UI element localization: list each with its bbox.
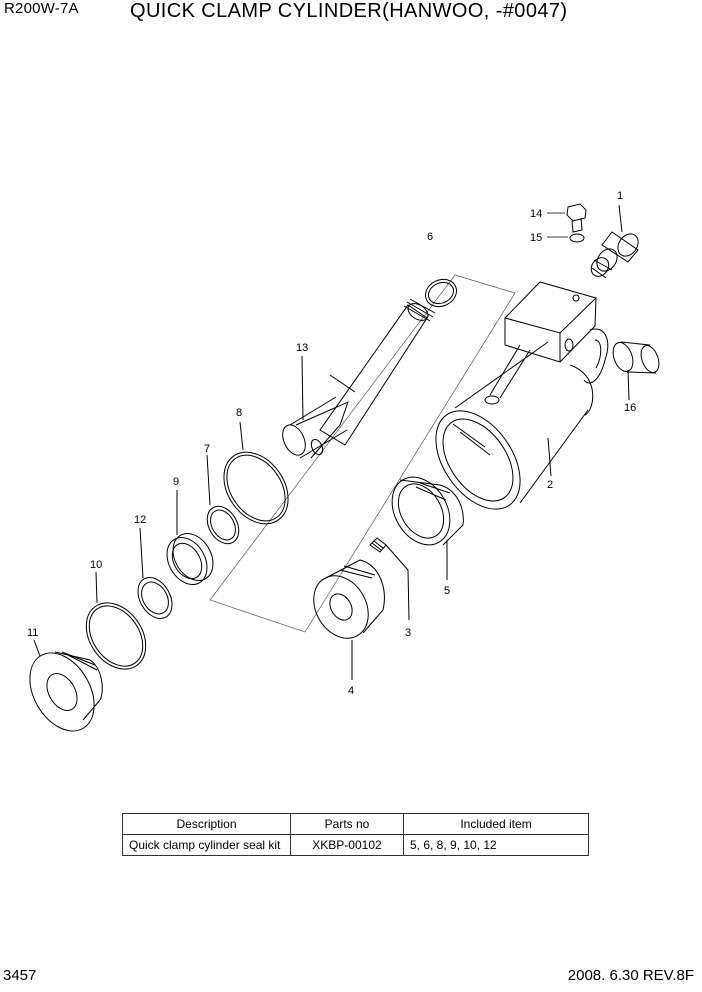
assembly-outline bbox=[209, 274, 516, 633]
piston-part-5 bbox=[391, 476, 464, 580]
callout-6: 6 bbox=[427, 231, 433, 243]
col-parts-no: Parts no bbox=[290, 813, 404, 835]
callout-1: 1 bbox=[617, 190, 623, 202]
seal-kit-table: Description Parts no Included item Quick… bbox=[122, 813, 589, 856]
callout-14: 14 bbox=[530, 208, 542, 220]
o-ring-part-6 bbox=[424, 278, 458, 308]
set-screw-part-3 bbox=[369, 537, 410, 621]
piston-rod-part-13 bbox=[282, 298, 436, 459]
backup-ring-part-7 bbox=[206, 454, 240, 545]
page-title: QUICK CLAMP CYLINDER(HANWOO, -#0047) bbox=[130, 0, 568, 22]
callout-2: 2 bbox=[547, 479, 553, 491]
col-included-item: Included item bbox=[403, 813, 589, 835]
bolt-part-14 bbox=[566, 203, 587, 233]
callout-7: 7 bbox=[204, 443, 210, 455]
cell-included-item: 5, 6, 8, 9, 10, 12 bbox=[403, 834, 589, 856]
o-ring-part-8 bbox=[223, 421, 289, 525]
fitting-part-1 bbox=[590, 204, 639, 279]
bushing-part-16 bbox=[612, 341, 660, 401]
seal-part-9 bbox=[166, 490, 214, 585]
piston-nut-part-4 bbox=[313, 559, 385, 680]
revision-date: 2008. 6.30 REV.8F bbox=[567, 967, 694, 984]
washer-part-15 bbox=[569, 233, 585, 243]
col-description: Description bbox=[122, 813, 291, 835]
table-header-row: Description Parts no Included item bbox=[122, 813, 589, 835]
callout-9: 9 bbox=[173, 476, 179, 488]
callout-11: 11 bbox=[27, 627, 38, 639]
callout-15: 15 bbox=[530, 232, 542, 244]
gland-part-11 bbox=[29, 639, 103, 732]
callout-5: 5 bbox=[444, 585, 450, 597]
o-ring-part-10 bbox=[85, 571, 147, 670]
model-code: R200W-7A bbox=[4, 0, 79, 17]
callout-12: 12 bbox=[134, 514, 146, 526]
cell-parts-no: XKBP-00102 bbox=[290, 834, 404, 856]
table-row: Quick clamp cylinder seal kit XKBP-00102… bbox=[122, 834, 589, 856]
callout-8: 8 bbox=[236, 407, 242, 419]
page-number: 3457 bbox=[3, 967, 37, 984]
callout-4: 4 bbox=[348, 685, 354, 697]
cell-description: Quick clamp cylinder seal kit bbox=[122, 834, 291, 856]
callout-3: 3 bbox=[405, 627, 411, 639]
callout-10: 10 bbox=[90, 559, 102, 571]
cylinder-body-part-2 bbox=[435, 281, 609, 510]
callout-13: 13 bbox=[296, 342, 308, 354]
wiper-part-12 bbox=[137, 527, 173, 619]
callout-16: 16 bbox=[624, 402, 636, 414]
